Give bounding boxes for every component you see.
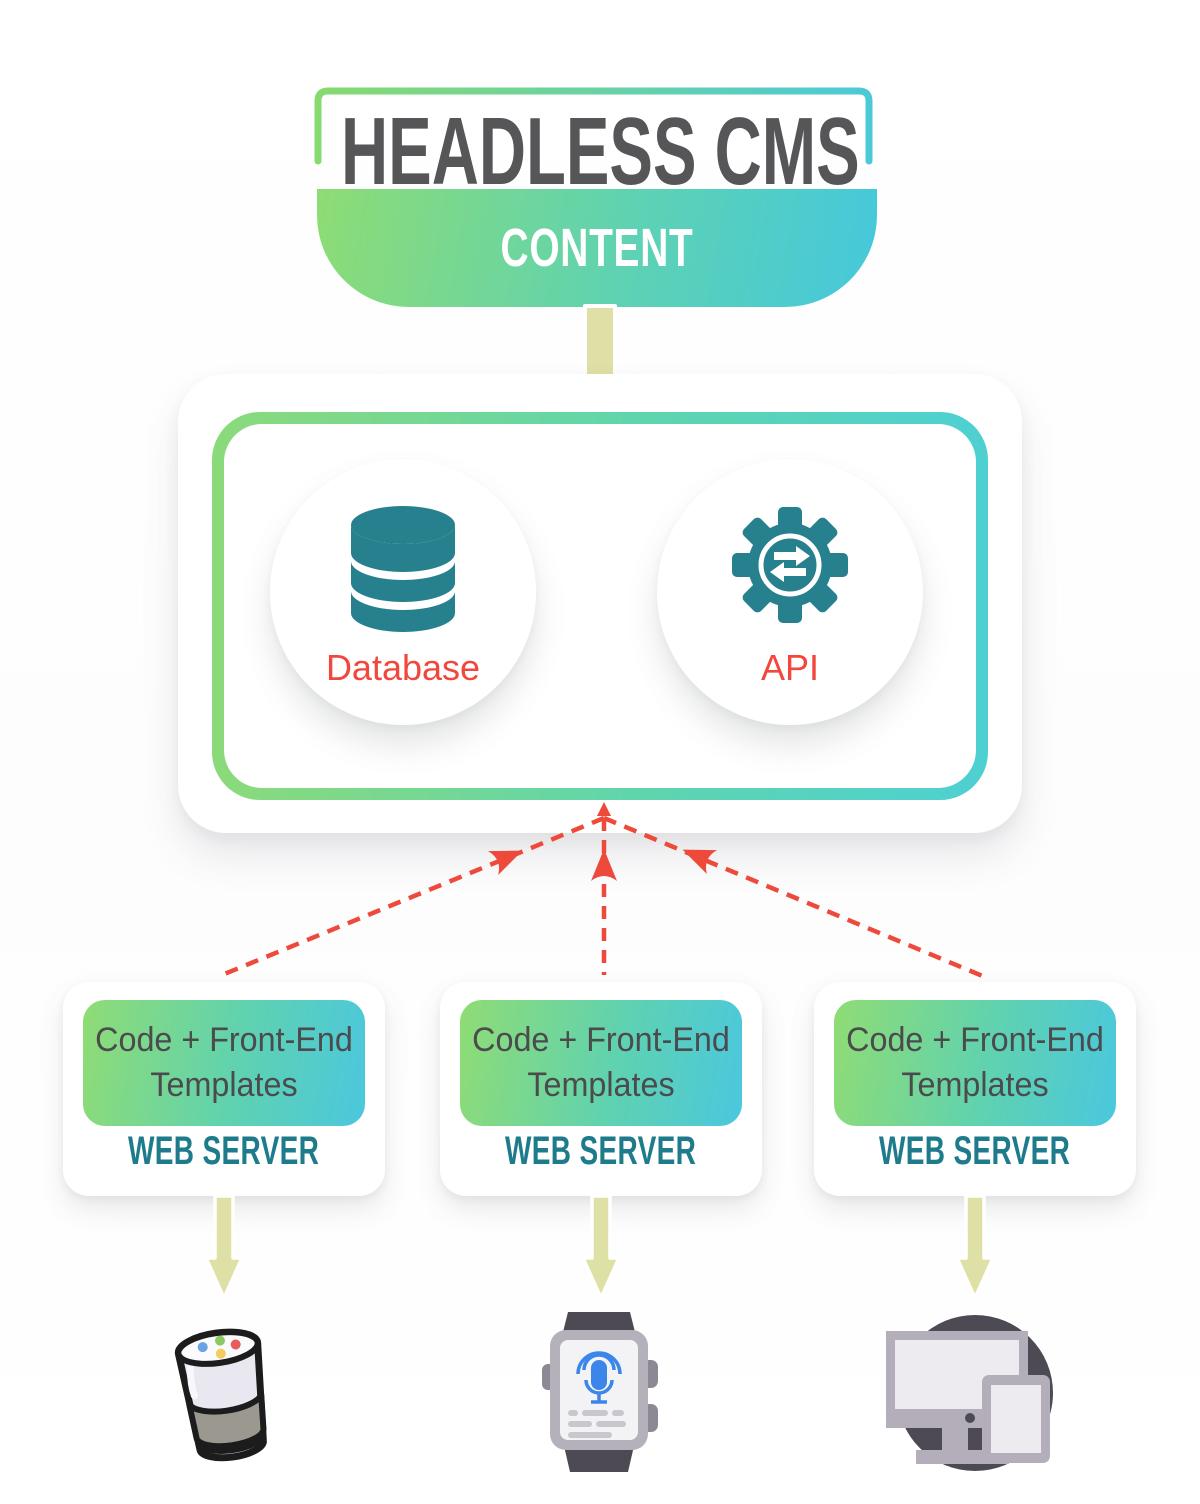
code-templates-label: Code + Front-End Templates [472,1021,730,1104]
web-server-card: Code + Front-End Templates WEB SERVER [814,982,1136,1196]
code-templates-box: Code + Front-End Templates [83,1000,365,1126]
api-label: API [760,647,820,688]
content-banner: CONTENT [317,189,877,307]
server-to-device-arrow [204,1194,244,1300]
web-server-label: WEB SERVER [505,1129,697,1173]
code-templates-box: Code + Front-End Templates [834,1000,1116,1126]
server-to-device-arrow [955,1194,995,1300]
database-label: Database [325,647,481,688]
smart-speaker-icon [174,1328,267,1462]
smart-watch-icon [542,1312,658,1472]
database-icon [351,506,455,632]
request-dashed-arrows [221,802,986,980]
server-to-device-arrow [581,1194,621,1300]
gear-sync-icon [732,507,848,623]
title-bracket [314,87,873,165]
code-templates-label: Code + Front-End Templates [846,1021,1104,1104]
web-server-label: WEB SERVER [879,1129,1071,1173]
web-server-card: Code + Front-End Templates WEB SERVER [440,982,762,1196]
database-node: Database [270,459,536,725]
page-title: HEADLESS CMS [340,98,860,205]
web-server-label: WEB SERVER [128,1129,320,1173]
desktop-tablet-icon [886,1315,1053,1471]
api-node: API [657,459,923,725]
code-templates-box: Code + Front-End Templates [460,1000,742,1126]
web-server-card: Code + Front-End Templates WEB SERVER [63,982,385,1196]
code-templates-label: Code + Front-End Templates [95,1021,353,1104]
